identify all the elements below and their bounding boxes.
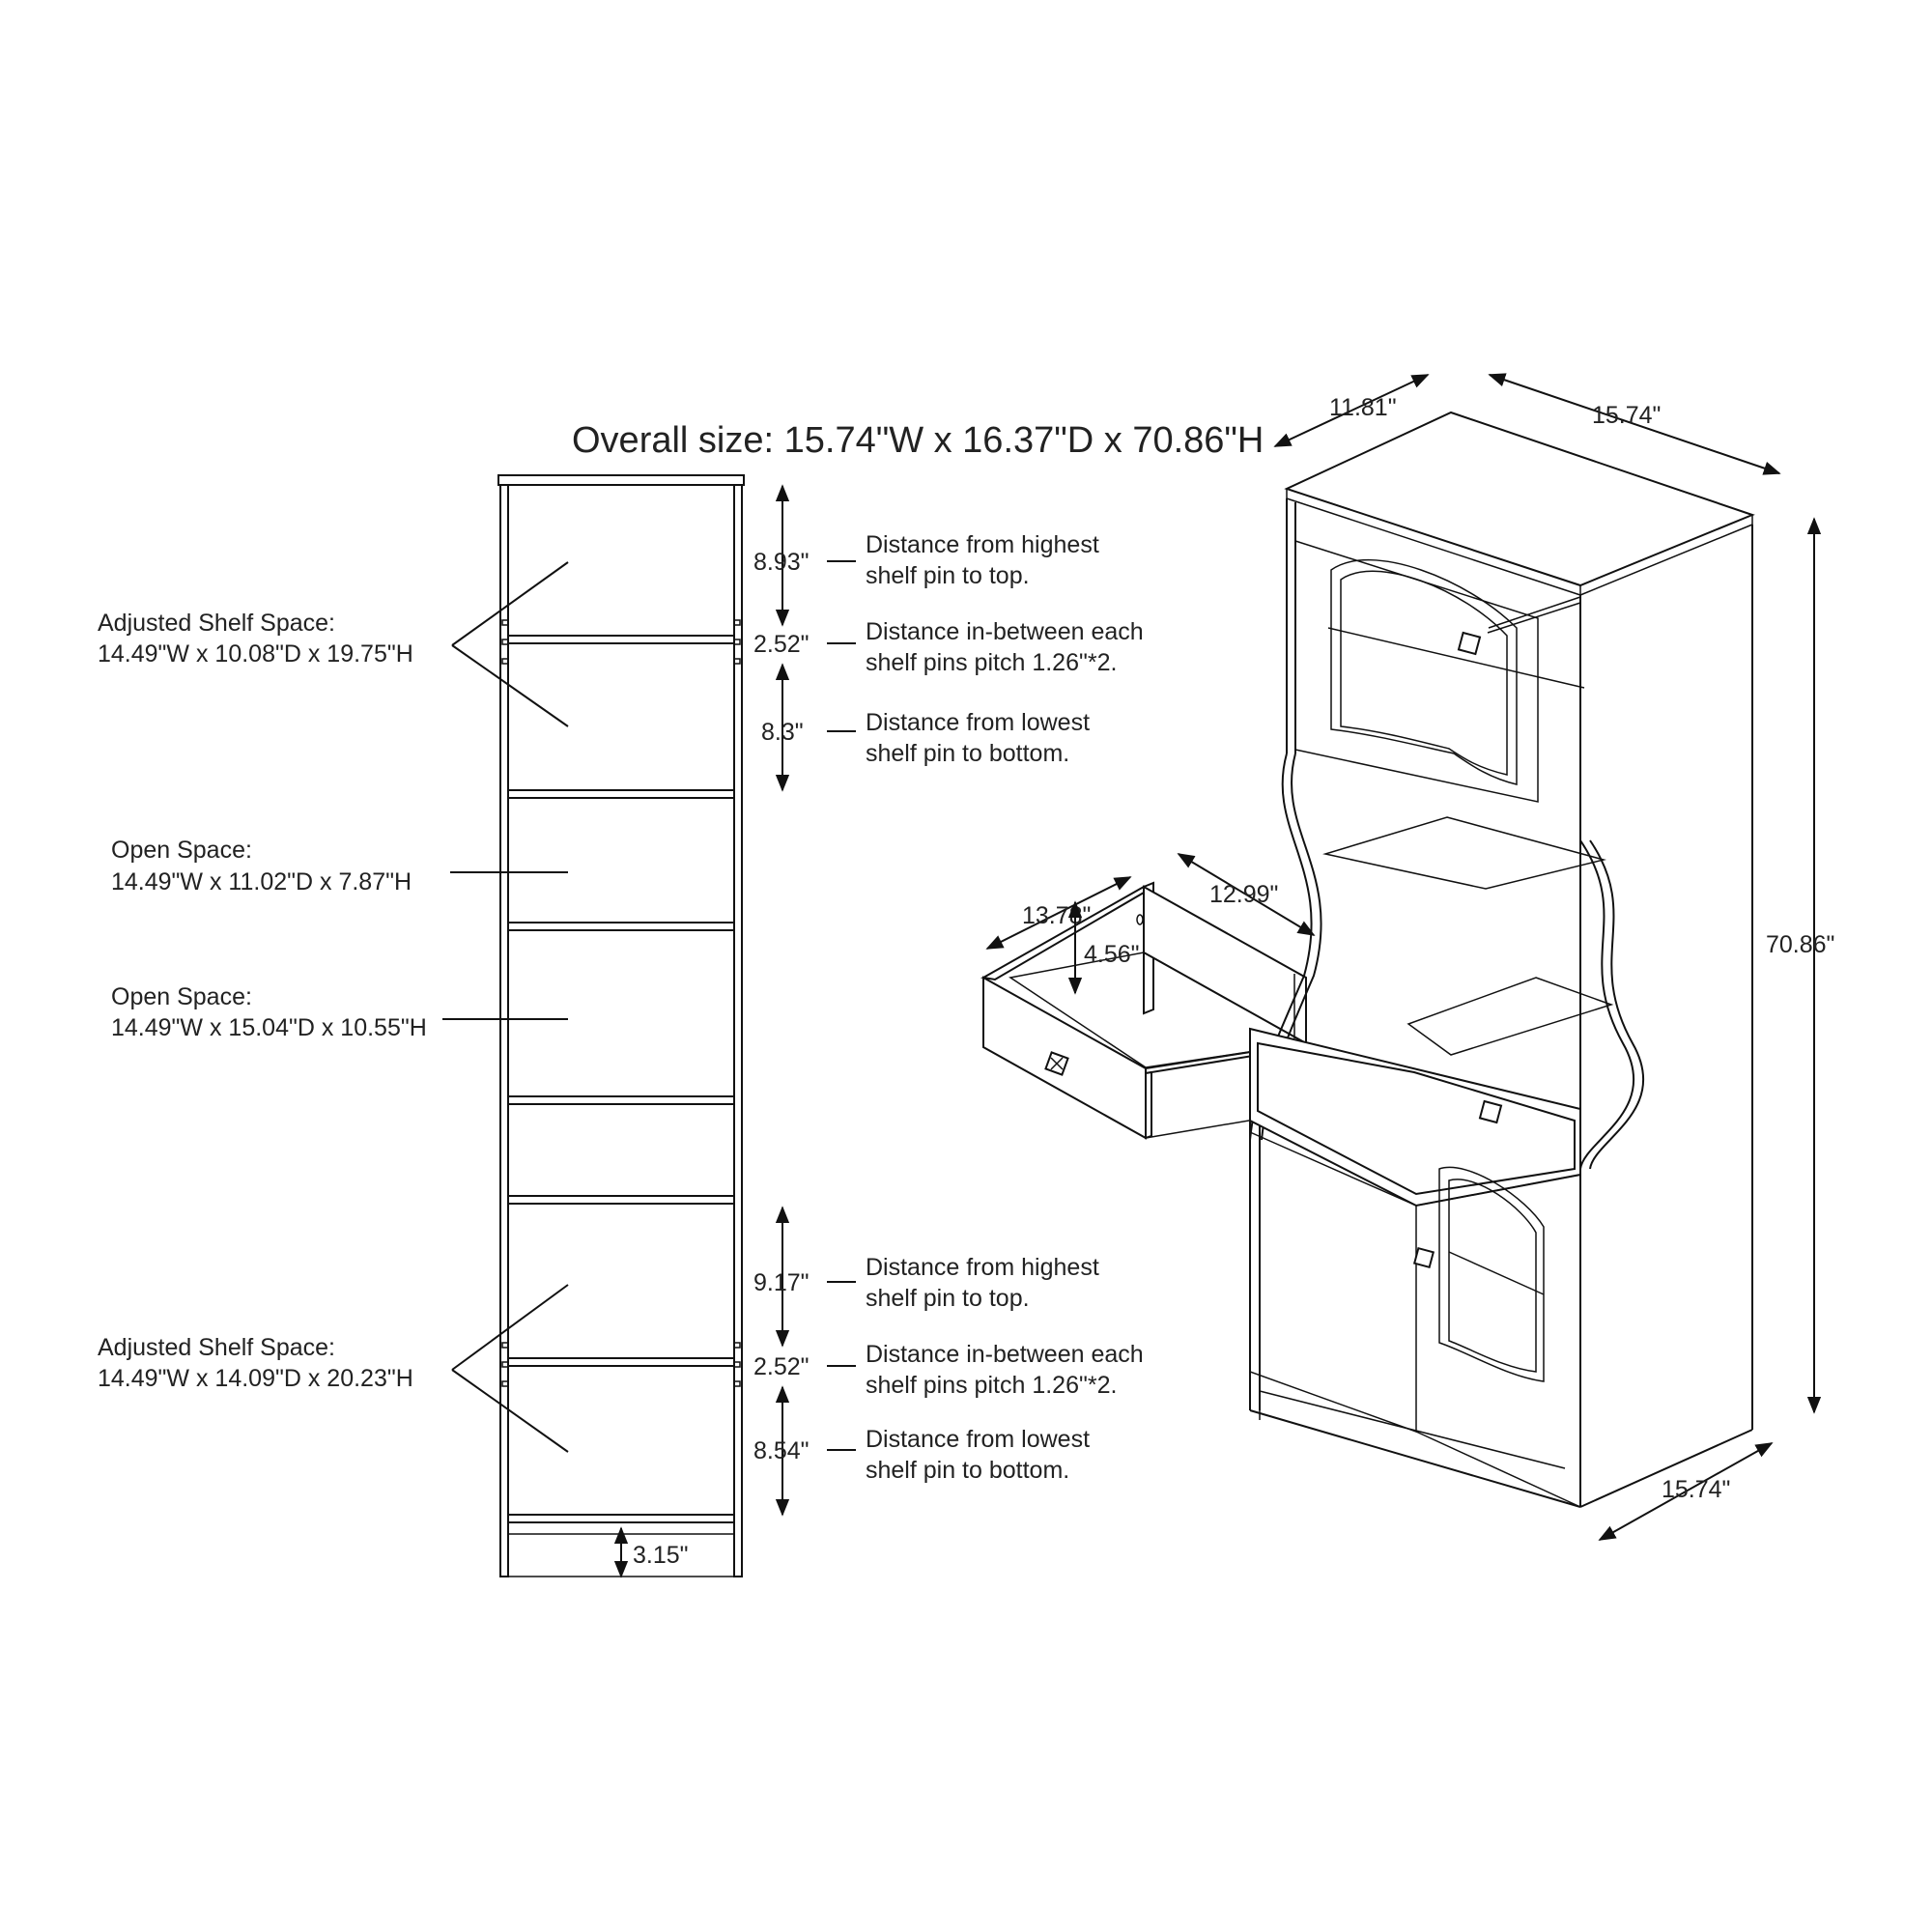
open-space-2-size: 14.49"W x 15.04"D x 10.55"H [111, 1014, 427, 1041]
upper-door-knob-icon [1457, 631, 1482, 656]
pitch-value: 2.52" [753, 631, 810, 658]
bottom-gap-note-2: shelf pin to bottom. [866, 740, 1069, 767]
fixed-shelf-3 [507, 1095, 735, 1105]
bottom-gap-note-1: Distance from lowest [866, 709, 1090, 736]
adjustable-shelf-top [507, 635, 735, 644]
cabinet-depth-value: 11.81" [1329, 394, 1397, 421]
fixed-shelf-1 [507, 789, 735, 799]
pitch-note-1: Distance in-between each [866, 618, 1144, 645]
shelf-pins-top [501, 619, 741, 665]
open-space-2-heading: Open Space: [111, 983, 252, 1010]
base-height-value: 3.15" [633, 1542, 689, 1569]
lower-door-knob-icon [1412, 1246, 1435, 1269]
pin-notes-top: 8.93" Distance from highest shelf pin to… [753, 484, 1144, 792]
shelf-space-labels: Adjusted Shelf Space: 14.49"W x 10.08"D … [98, 561, 569, 1453]
bottom-gap-value-lower: 8.54" [753, 1437, 810, 1464]
front-elevation: 3.15" [497, 474, 745, 1578]
pitch-note-lower-2: shelf pins pitch 1.26"*2. [866, 1372, 1117, 1399]
drawer-depth-value: 12.99" [1209, 881, 1278, 908]
bottom-gap-note-lower-2: shelf pin to bottom. [866, 1457, 1069, 1484]
cabinet-width-bottom-arrow [1598, 1442, 1774, 1541]
top-gap-note-1: Distance from highest [866, 531, 1099, 558]
shelf-pins-bottom [501, 1342, 741, 1387]
top-gap-note-lower-1: Distance from highest [866, 1254, 1099, 1281]
adjusted-top-size: 14.49"W x 10.08"D x 19.75"H [98, 640, 413, 668]
pitch-note-lower-1: Distance in-between each [866, 1341, 1144, 1368]
drawer-width-value: 13.78" [1022, 902, 1091, 929]
overall-size-title: Overall size: 15.74"W x 16.37"D x 70.86"… [572, 420, 1264, 461]
open-space-1-size: 14.49"W x 11.02"D x 7.87"H [111, 868, 412, 895]
adjustable-shelf-bottom [507, 1357, 735, 1367]
drawer-depth-arrow [1177, 853, 1316, 936]
top-gap-value: 8.93" [753, 549, 810, 576]
bottom-shelf [507, 1514, 735, 1523]
adjusted-top-heading: Adjusted Shelf Space: [98, 610, 335, 637]
adjusted-bottom-size: 14.49"W x 14.09"D x 20.23"H [98, 1365, 413, 1392]
top-gap-value-lower: 9.17" [753, 1269, 810, 1296]
open-space-1-heading: Open Space: [111, 837, 252, 864]
top-board [497, 474, 745, 486]
cabinet-width-top-arrow [1488, 373, 1781, 475]
pin-notes-bottom: 9.17" Distance from highest shelf pin to… [753, 1206, 1144, 1517]
top-gap-note-2: shelf pin to top. [866, 562, 1030, 589]
drawer-iso-view: 13.78" 12.99" 4.56" [980, 853, 1316, 1140]
bottom-gap-value: 8.3" [761, 719, 804, 746]
cabinet-iso-view: 11.81" 15.74" 70.86" 15.74" [1249, 373, 1834, 1541]
top-gap-note-lower-2: shelf pin to top. [866, 1285, 1030, 1312]
cabinet-height-value: 70.86" [1766, 931, 1834, 958]
pitch-value-lower: 2.52" [753, 1353, 810, 1380]
fixed-shelf-4 [507, 1195, 735, 1205]
drawer-width-arrow [985, 876, 1132, 950]
drawer-height-value: 4.56" [1084, 941, 1140, 968]
drawer-knob-front-icon [1478, 1099, 1503, 1124]
cabinet-width-top-value: 15.74" [1592, 402, 1661, 429]
left-side-panel [499, 484, 509, 1577]
bottom-gap-note-lower-1: Distance from lowest [866, 1426, 1090, 1453]
cabinet-width-bottom-value: 15.74" [1662, 1476, 1730, 1503]
cabinet-depth-arrow [1273, 374, 1430, 447]
adjusted-bottom-heading: Adjusted Shelf Space: [98, 1334, 335, 1361]
pitch-note-2: shelf pins pitch 1.26"*2. [866, 649, 1117, 676]
right-side-panel [733, 484, 743, 1577]
fixed-shelf-2 [507, 922, 735, 931]
